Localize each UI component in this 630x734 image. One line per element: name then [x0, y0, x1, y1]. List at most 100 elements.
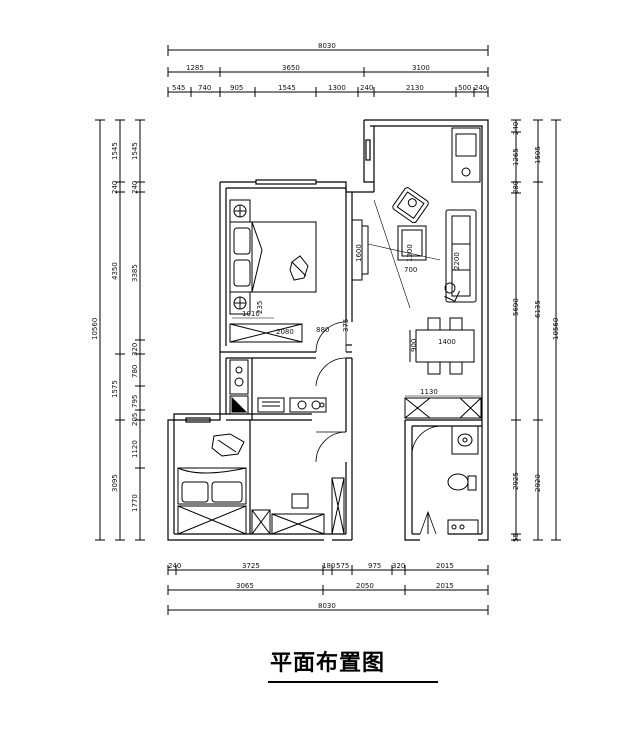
bed	[177, 467, 247, 505]
top-dim-3650: 3650	[282, 64, 300, 72]
pillow-icon	[181, 481, 209, 503]
plan-title: 平面布置图	[270, 651, 386, 676]
top-dim-240b: 240	[474, 84, 487, 92]
left-inner-dim-1770: 1770	[131, 494, 139, 512]
top-dim-3100: 3100	[412, 64, 430, 72]
dining-chair-icon	[427, 317, 441, 331]
pillow-icon	[211, 481, 243, 503]
second-bedroom	[177, 431, 347, 535]
bottom-dim-975: 975	[368, 562, 381, 570]
burner-icon	[297, 400, 307, 410]
kitchen-counter-upper	[451, 127, 481, 183]
left-dim-4350: 4350	[111, 262, 119, 280]
top-dim-1545: 1545	[278, 84, 296, 92]
tv-dim-label: 1600	[355, 244, 363, 262]
left-inner-dim-1120: 1120	[131, 440, 139, 458]
door-swing-icon	[315, 321, 347, 353]
living-room: 1600 1200 700 2200 1400 900	[351, 127, 482, 419]
left-dimensions: 10560 1545 240 4350 1575 3095 1545 240 3…	[91, 119, 145, 541]
throw-icon	[289, 255, 309, 281]
chair-icon	[291, 493, 309, 509]
left-dim-1545: 1545	[111, 142, 119, 160]
top-overall-dim: 8030	[318, 42, 336, 50]
bottom-dimensions: 240 3725 180 575 975 320 2015 3065 2050 …	[167, 562, 489, 615]
right-overall-dim: 10560	[552, 318, 560, 340]
top-dim-905: 905	[230, 84, 243, 92]
bottom-dim-3725: 3725	[242, 562, 260, 570]
bottom-overall-dim: 8030	[318, 602, 336, 610]
dining-table	[415, 329, 475, 363]
right-dim-1505: 1505	[534, 146, 542, 164]
bookshelf	[331, 477, 345, 535]
kitchen	[229, 357, 347, 415]
pillow-icon	[233, 259, 251, 287]
throw-icon	[211, 433, 245, 457]
master-bedroom: 1010 235 2080 880 375	[229, 199, 350, 353]
bottom-dim-180: 180	[322, 562, 335, 570]
right-dim-2920: 2920	[534, 474, 542, 492]
bottom-dim-2015b: 2015	[436, 582, 454, 590]
pillow-icon	[233, 227, 251, 255]
bottom-dim-320: 320	[392, 562, 405, 570]
small-dim-375: 375	[342, 319, 350, 332]
left-inner-dim-795: 795	[131, 395, 139, 408]
left-overall-dim: 10560	[91, 318, 99, 340]
dining-table-label: 1400	[438, 338, 456, 346]
title-underline	[268, 681, 438, 683]
left-dim-1575: 1575	[111, 380, 119, 398]
dining-height-label: 900	[410, 339, 418, 352]
right-inner-dim-1265: 1265	[512, 148, 520, 166]
top-dim-500: 500	[458, 84, 471, 92]
bottom-dim-2015a: 2015	[436, 562, 454, 570]
wardrobe-label: 2080	[276, 328, 294, 336]
bed	[229, 221, 317, 293]
top-dim-740: 740	[198, 84, 211, 92]
top-dim-240a: 240	[360, 84, 373, 92]
top-dim-545: 545	[172, 84, 185, 92]
kitchen-sink-cabinet	[229, 359, 249, 395]
sideboard-label: 1130	[420, 388, 438, 396]
left-inner-dim-1545: 1545	[131, 142, 139, 160]
left-dim-3095: 3095	[111, 474, 119, 492]
right-inner-dim-5690: 5690	[512, 298, 520, 316]
left-inner-dim-240: 240	[131, 181, 139, 194]
bathroom	[411, 425, 479, 535]
left-inner-dim-205: 205	[131, 413, 139, 426]
desk	[271, 513, 325, 535]
bottom-dim-2050: 2050	[356, 582, 374, 590]
bottom-dim-3065: 3065	[236, 582, 254, 590]
sofa	[445, 209, 477, 303]
right-inner-dim-55: 55	[512, 533, 520, 542]
top-dim-1300: 1300	[328, 84, 346, 92]
sofa-label: 2200	[453, 252, 461, 270]
coffee-table	[397, 225, 427, 261]
basin-icon	[457, 433, 473, 447]
floor-drain	[447, 519, 479, 535]
left-inner-dim-780: 780	[131, 365, 139, 378]
small-dim-235: 235	[256, 301, 264, 314]
wardrobe	[229, 323, 303, 343]
right-dimensions: 240 1265 280 5690 2925 55 1505 6135 2920…	[511, 119, 561, 542]
coffee-table-width-label: 700	[404, 266, 417, 274]
top-dim-1285: 1285	[186, 64, 204, 72]
left-inner-dim-3385: 3385	[131, 264, 139, 282]
bottom-dim-575: 575	[336, 562, 349, 570]
wash-basin	[451, 425, 479, 455]
coffee-table-label: 1200	[406, 244, 414, 262]
armchair-icon	[392, 187, 429, 224]
door-swing-icon	[411, 425, 441, 453]
person-icon	[444, 282, 461, 302]
bottom-dim-240: 240	[168, 562, 181, 570]
sink-icon	[461, 167, 471, 177]
door-label: 880	[316, 326, 329, 334]
top-dimensions: 8030 1285 3650 3100 545 740 905 1545 130…	[167, 42, 489, 97]
dining-chair-icon	[427, 361, 441, 375]
bed-dim-label: 1010	[242, 310, 260, 318]
door-swing-icon	[315, 357, 347, 387]
dining-chair-icon	[449, 317, 463, 331]
cooktop	[257, 397, 285, 413]
left-dim-240: 240	[111, 181, 119, 194]
right-inner-dim-2925: 2925	[512, 472, 520, 490]
left-inner-dim-320: 320	[131, 343, 139, 356]
